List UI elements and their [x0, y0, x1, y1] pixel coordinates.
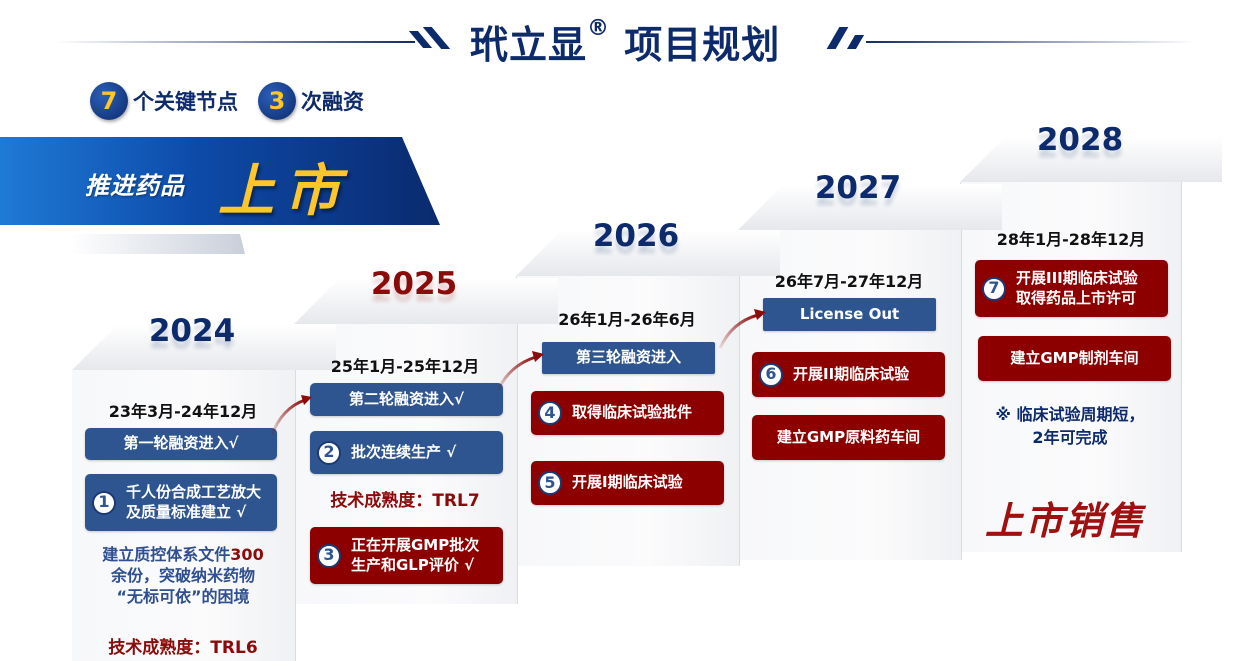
financing-label: 第三轮融资进入 — [575, 348, 681, 367]
year-label-2025: 2025 — [370, 266, 458, 302]
milestone-line1: 开展III期临床试验 — [1016, 269, 1138, 287]
title-divider-right — [866, 41, 1196, 43]
financing-label: 第一轮融资进入√ — [123, 434, 239, 453]
milestone-text: 批次连续生产 √ — [351, 442, 457, 461]
milestone-line1: 正在开展GMP批次 — [351, 536, 480, 554]
slash-decoration-icon — [846, 35, 865, 49]
period-2024: 23年3月-24年12月 — [108, 402, 258, 421]
note-line1: ※ 临床试验周期短， — [995, 405, 1145, 424]
note-text: “无标可依”的困境 — [116, 586, 250, 606]
banner — [0, 137, 440, 225]
financing-box-2027: License Out — [763, 298, 936, 331]
milestone-box-2: 2 批次连续生产 √ — [310, 431, 503, 474]
year-label-2026: 2026 — [592, 218, 680, 254]
trl-2024: 技术成熟度：TRL6 — [108, 638, 258, 658]
step-top-2024 — [72, 324, 336, 370]
milestone-text: 开展I期临床试验 — [572, 473, 683, 492]
milestone-text: 开展III期临床试验取得药品上市许可 — [1016, 269, 1138, 308]
page-title: 玳立显® 项目规划 — [470, 14, 810, 69]
milestone-box-1: 1 千人份合成工艺放大及质量标准建立 √ — [85, 474, 277, 531]
period-2027: 26年7月-27年12月 — [774, 272, 924, 291]
title-divider-left — [55, 41, 415, 43]
gmp-formulation-workshop-box: 建立GMP制剂车间 — [978, 336, 1171, 381]
period-2025: 25年1月-25年12月 — [330, 357, 480, 376]
badge-label-key-nodes: 个关键节点 — [133, 90, 238, 114]
arrow-icon-2025-2026 — [496, 351, 544, 391]
milestone-number-icon: 6 — [759, 362, 783, 387]
financing-box-2025: 第二轮融资进入√ — [310, 383, 503, 416]
milestone-box-3: 3 正在开展GMP批次生产和GLP评价 √ — [310, 527, 503, 584]
title-brand: 玳立显 — [470, 23, 588, 67]
milestone-line2: 取得药品上市许可 — [1016, 288, 1137, 307]
milestone-box-7: 7 开展III期临床试验取得药品上市许可 — [975, 260, 1168, 317]
license-out-label: License Out — [799, 304, 900, 323]
milestone-line2: 及质量标准建立 √ — [126, 502, 247, 521]
milestone-number-icon: 5 — [538, 471, 562, 495]
gmp-api-workshop-box: 建立GMP原料药车间 — [752, 415, 945, 460]
arrow-icon-2024-2025 — [270, 395, 312, 436]
financing-box-2026: 第三轮融资进入 — [542, 342, 715, 374]
banner-headline: 上市 — [218, 159, 350, 224]
badge-number-key-nodes: 7 — [90, 82, 128, 120]
milestone-line1: 千人份合成工艺放大 — [126, 483, 262, 501]
milestone-text: 开展II期临床试验 — [793, 364, 910, 383]
step-top-2028 — [960, 136, 1222, 182]
arrow-icon-2026-2027 — [718, 309, 766, 349]
market-sales-label: 上市销售 — [985, 499, 1146, 543]
year-label-2028: 2028 — [1036, 122, 1124, 158]
milestone-box-4: 4 取得临床试验批件 — [531, 391, 724, 435]
trl-2025: 技术成熟度：TRL7 — [330, 491, 480, 511]
milestone-number-icon: 2 — [317, 440, 341, 465]
period-2028: 28年1月-28年12月 — [996, 230, 1146, 249]
banner-subtitle: 推进药品 — [85, 172, 185, 200]
gmp-api-workshop-label: 建立GMP原料药车间 — [776, 427, 921, 446]
badge-number-financing: 3 — [258, 82, 296, 120]
milestone-text: 取得临床试验批件 — [572, 403, 693, 422]
period-2026: 26年1月-26年6月 — [558, 310, 696, 329]
slash-decoration-icon — [826, 27, 849, 49]
milestone-number-icon: 4 — [538, 401, 562, 425]
clinical-note-2028: ※ 临床试验周期短， 2年可完成 — [965, 403, 1175, 449]
registered-mark: ® — [587, 16, 611, 41]
quality-note-2024: 建立质控体系文件300 余份，突破纳米药物 “无标可依”的困境 — [78, 545, 288, 607]
milestone-number-icon: 3 — [317, 543, 341, 568]
note-line2: 2年可完成 — [1032, 428, 1108, 448]
badge-label-financing: 次融资 — [301, 90, 364, 114]
title-suffix: 项目规划 — [610, 23, 781, 67]
step-top-2026 — [516, 230, 780, 276]
milestone-number-icon: 7 — [982, 276, 1006, 301]
year-label-2027: 2027 — [814, 170, 902, 206]
milestone-text: 正在开展GMP批次生产和GLP评价 √ — [351, 536, 479, 575]
summary-badges: 7 个关键节点 3 次融资 — [90, 82, 384, 120]
year-label-2024: 2024 — [148, 313, 236, 349]
milestone-text: 千人份合成工艺放大及质量标准建立 √ — [126, 483, 261, 522]
banner-shadow — [70, 234, 245, 254]
gmp-formulation-workshop-label: 建立GMP制剂车间 — [1010, 348, 1139, 367]
milestone-number-icon: 1 — [92, 490, 116, 515]
note-highlight-number: 300 — [230, 545, 264, 564]
step-top-2027 — [738, 184, 1002, 230]
milestone-line2: 生产和GLP评价 √ — [351, 555, 475, 574]
step-top-2025 — [294, 278, 558, 324]
milestone-box-6: 6 开展II期临床试验 — [752, 352, 945, 397]
milestone-box-5: 5 开展I期临床试验 — [531, 461, 724, 505]
financing-box-2024: 第一轮融资进入√ — [85, 428, 277, 460]
note-text: 余份，突破纳米药物 — [110, 565, 255, 585]
financing-label: 第二轮融资进入√ — [348, 389, 464, 408]
note-text: 建立质控体系文件 — [102, 545, 231, 564]
